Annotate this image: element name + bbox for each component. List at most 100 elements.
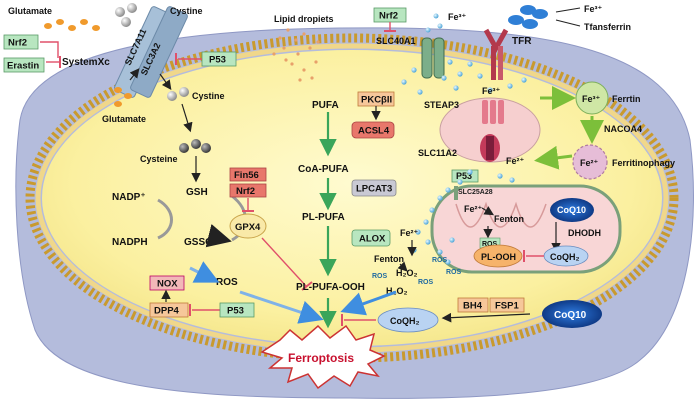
cell-membrane: [25, 33, 679, 363]
coqh2-bottom-node: [377, 307, 439, 333]
h2o2-b-label: H₂O₂: [386, 286, 408, 296]
fe2-cyto-label: Fe²⁺: [400, 228, 419, 238]
fe3-exported-dots: [425, 13, 443, 33]
slc11a2-channel: [480, 134, 500, 162]
fe3-ferritin-label: Fe³⁺: [582, 94, 601, 104]
cystine-top-spheres: [115, 3, 137, 27]
pkcbii-label: PKCβII: [361, 95, 392, 106]
ferroptosis-burst: [260, 324, 386, 390]
nadph-label: NADPH: [112, 237, 148, 248]
systemxc-label: SystemXc: [62, 57, 110, 68]
coq10-mito-node: [550, 198, 594, 222]
svg-text:ROS: ROS: [418, 279, 434, 286]
pl-pufa-label: PL-PUFA: [302, 212, 345, 223]
coqh2-mito-label: CoQH₂: [550, 252, 580, 262]
nrf2-top-label: Nrf2: [379, 11, 398, 22]
fe-mito-label: Fe²⁺: [464, 204, 483, 214]
lipid-droplets: [272, 28, 320, 82]
ferritin-label: Ferrtin: [612, 94, 641, 104]
steap3-label: STEAP3: [424, 100, 459, 110]
iron-dots-trail: [411, 169, 515, 265]
coq10-bottom-label: CoQ10: [554, 310, 587, 321]
fin56-label: Fin56: [234, 170, 259, 181]
ros-small-tags: ROS ROS ROS ROS: [372, 257, 462, 286]
bh4-box: [457, 297, 489, 313]
ros-to-ferroptosis-arrow: [239, 290, 324, 324]
lpcat3-box: [351, 179, 397, 197]
ferritin-cage: [575, 81, 609, 115]
gpx4-label: GPX4: [235, 222, 261, 233]
nrf2-mid-label: Nrf2: [236, 186, 255, 197]
dpp4-label: DPP4: [154, 306, 180, 317]
glutamate-top-dots: [44, 19, 100, 31]
fe3-top-label: Fe³⁺: [448, 12, 467, 22]
fe3-transferrin-label: Fe³⁺: [584, 4, 603, 14]
lpcat3-label: LPCAT3: [356, 184, 392, 195]
cystine-inside-spheres: [167, 87, 189, 101]
dpp4-box: [149, 302, 189, 318]
coqh2-bottom-label: CoQH₂: [390, 316, 420, 326]
steap3-channel: [482, 100, 504, 124]
glutamate-top-label: Glutamate: [8, 6, 52, 16]
cysteine-spheres: [179, 139, 211, 153]
gsh-gssg-cycle-left: [157, 198, 173, 240]
coq10-bottom-node: [542, 300, 602, 328]
slc40a1-channel: [421, 37, 445, 79]
svg-text:ROS: ROS: [446, 269, 462, 276]
transferrin-label: Tfansferrin: [584, 22, 631, 32]
iron-dots-cytoplasm: [401, 59, 527, 95]
nrf2-left-label: Nrf2: [8, 38, 27, 49]
ros-left-label: ROS: [216, 277, 238, 288]
tfr-receptor: [483, 28, 509, 80]
p53-bottom-box: [219, 302, 255, 318]
gsh-label: GSH: [186, 187, 208, 198]
lipid-droplets-label: Lipid dropiets: [274, 14, 334, 24]
nacoa4-label: NACOA4: [604, 124, 642, 134]
ros-mito-label: ROS: [482, 241, 498, 248]
pl-ooh-label: PL-OOH: [481, 252, 516, 262]
erastin-box: [3, 57, 45, 73]
fe2-endosome-label: Fe²⁺: [506, 156, 525, 166]
fenton-mito-label: Fenton: [494, 214, 524, 224]
erastin-label: Erastin: [7, 61, 39, 72]
h2o2-a-label: H₂O₂: [396, 268, 418, 278]
coq10-mito-label: CoQ10: [557, 205, 586, 215]
tfr-label: TFR: [512, 36, 532, 47]
dhodh-label: DHODH: [568, 228, 601, 238]
fe3-endosome-label: Fe³⁺: [482, 86, 501, 96]
nrf2-left-box: [3, 34, 39, 50]
p53-mito-label: P53: [456, 171, 472, 181]
acsl4-label: ACSL4: [358, 126, 390, 137]
slc40a1-label: SLC40A1: [376, 36, 416, 46]
slc25a28-label: SLC25A28: [458, 189, 493, 196]
ferroptosis-label: Ferroptosis: [288, 351, 354, 365]
coa-pufa-label: CoA-PUFA: [298, 164, 349, 175]
ros-blue-arrow: [340, 290, 397, 316]
gssg-label: GSSG: [184, 237, 213, 248]
slc11a2-label: SLC11A2: [418, 148, 457, 158]
cystine-inside-label: Cystine: [192, 91, 225, 101]
pufa-label: PUFA: [312, 100, 339, 111]
fsp1-box: [489, 297, 525, 313]
pl-pufa-ooh-label: PL-PUFA-OOH: [296, 282, 365, 293]
nrf2-systemxc-link: [40, 41, 59, 58]
ferritinophagy-label: Ferritinophagy: [612, 158, 675, 168]
cystine-top-label: Cystine: [170, 6, 203, 16]
p53-top-label: P53: [209, 55, 226, 66]
fsp1-label: FSP1: [495, 301, 519, 312]
gpx4-node: [229, 213, 267, 239]
acsl4-box: [351, 121, 395, 139]
nox-label: NOX: [157, 279, 178, 290]
ferritinophagy-vesicle: [572, 144, 608, 180]
gpx4-inhibit-line: [261, 237, 307, 287]
fin56-box: [229, 167, 267, 182]
glutamate-inside-label: Glutamate: [102, 114, 146, 124]
svg-text:ROS: ROS: [372, 273, 388, 280]
bh4-label: BH4: [463, 301, 483, 312]
pl-ooh-node: [473, 244, 523, 268]
nrf2-mid-box: [229, 183, 267, 198]
p53-bottom-label: P53: [227, 306, 244, 317]
fenton-cyto-label: Fenton: [374, 254, 404, 264]
